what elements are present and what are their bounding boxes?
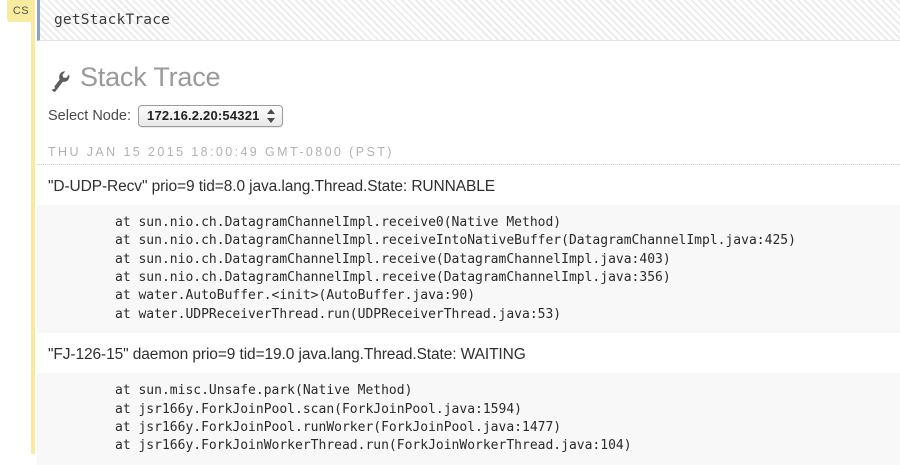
thread-header: "FJ-126-15" daemon prio=9 tid=19.0 java.… [48, 346, 526, 364]
stack-frame: at water.UDPReceiverThread.run(UDPReceiv… [115, 306, 562, 322]
page-title: Stack Trace [37, 41, 900, 93]
node-select[interactable]: 172.16.2.20:54321 [138, 104, 283, 127]
thread-entry: "FJ-126-15" daemon prio=9 tid=19.0 java.… [37, 333, 900, 465]
stack-frame: at sun.nio.ch.DatagramChannelImpl.receiv… [115, 214, 562, 230]
command-text: getStackTrace [54, 12, 171, 28]
command-input-bar[interactable]: getStackTrace [37, 0, 900, 41]
stack-frames-block: at sun.misc.Unsafe.park(Native Method) a… [37, 373, 900, 465]
stack-frames-block: at sun.nio.ch.DatagramChannelImpl.receiv… [37, 204, 900, 334]
cell-type-badge[interactable]: CS [7, 0, 35, 22]
stack-frame: at sun.nio.ch.DatagramChannelImpl.receiv… [115, 251, 671, 267]
cell-left-rail [31, 0, 35, 454]
node-selector-row: Select Node: 172.16.2.20:54321 [37, 93, 900, 127]
stack-frame: at jsr166y.ForkJoinPool.runWorker(ForkJo… [115, 419, 562, 435]
stack-frame: at water.AutoBuffer.<init>(AutoBuffer.ja… [115, 288, 476, 304]
stack-frame: at sun.misc.Unsafe.park(Native Method) [115, 383, 413, 399]
stepper-arrows-icon [266, 108, 276, 124]
select-node-label: Select Node: [48, 107, 132, 124]
stack-frame: at jsr166y.ForkJoinWorkerThread.run(Fork… [115, 438, 632, 454]
stack-frame: at sun.nio.ch.DatagramChannelImpl.receiv… [115, 233, 796, 249]
wrench-icon [47, 68, 71, 92]
stack-frame: at sun.nio.ch.DatagramChannelImpl.receiv… [115, 269, 671, 285]
stack-frame: at jsr166y.ForkJoinPool.scan(ForkJoinPoo… [115, 401, 522, 417]
thread-entry: "D-UDP-Recv" prio=9 tid=8.0 java.lang.Th… [37, 165, 900, 334]
output-area: Stack Trace Select Node: 172.16.2.20:543… [37, 41, 900, 465]
thread-header: "D-UDP-Recv" prio=9 tid=8.0 java.lang.Th… [48, 177, 495, 195]
page-title-text: Stack Trace [80, 62, 221, 92]
node-select-value: 172.16.2.20:54321 [147, 107, 260, 123]
trace-timestamp: THU JAN 15 2015 18:00:49 GMT-0800 (PST) [37, 145, 900, 165]
